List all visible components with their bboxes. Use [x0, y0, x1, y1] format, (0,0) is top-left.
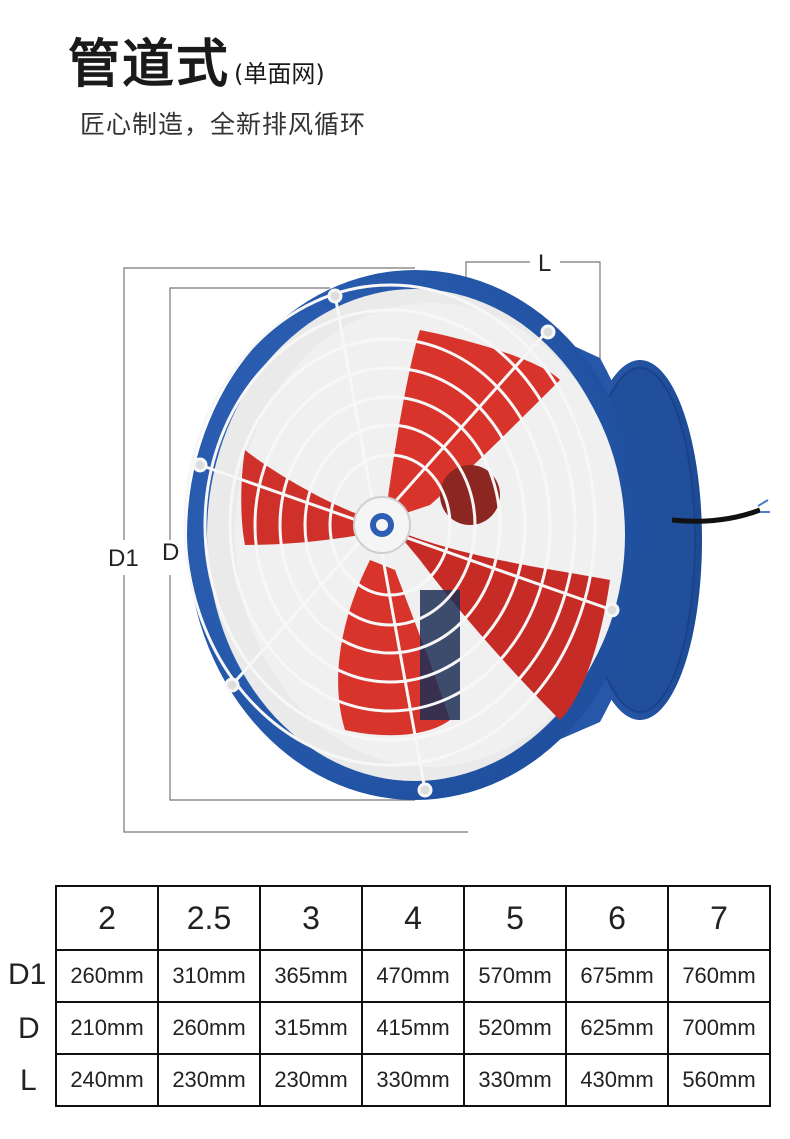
table-cell: 315mm — [259, 1001, 363, 1055]
dimension-label-l: L — [538, 250, 551, 277]
size-col-header: 2 — [55, 885, 159, 951]
table-cell: 560mm — [667, 1053, 771, 1107]
table-cell: 230mm — [157, 1053, 261, 1107]
dimension-label-d: D — [162, 539, 179, 566]
dimension-lines — [123, 261, 601, 833]
table-cell: 330mm — [463, 1053, 567, 1107]
table-cell: 700mm — [667, 1001, 771, 1055]
table-cell: 760mm — [667, 949, 771, 1003]
size-col-header: 7 — [667, 885, 771, 951]
table-row: 210mm 260mm 315mm 415mm 520mm 625mm 700m… — [55, 1001, 771, 1055]
title-main: 管道式 — [68, 35, 231, 95]
row-label-d1: D1 — [8, 958, 47, 991]
table-cell: 415mm — [361, 1001, 465, 1055]
dimension-label-d1: D1 — [108, 545, 139, 572]
wire-guard — [183, 283, 620, 798]
table-cell: 675mm — [565, 949, 669, 1003]
size-col-header: 2.5 — [157, 885, 261, 951]
table-cell: 470mm — [361, 949, 465, 1003]
spec-table: 2 2.5 3 4 5 6 7 260mm 310mm 365mm 470mm … — [55, 885, 771, 1107]
table-cell: 625mm — [565, 1001, 669, 1055]
table-row: 240mm 230mm 230mm 330mm 330mm 430mm 560m… — [55, 1053, 771, 1107]
title-note: (单面网) — [234, 60, 325, 88]
power-cable — [671, 507, 761, 524]
fan-illustration: L D1 D — [108, 250, 770, 833]
table-cell: 230mm — [259, 1053, 363, 1107]
table-cell: 310mm — [157, 949, 261, 1003]
table-cell: 240mm — [55, 1053, 159, 1107]
row-label-l: L — [20, 1064, 37, 1097]
table-cell: 570mm — [463, 949, 567, 1003]
table-cell: 330mm — [361, 1053, 465, 1107]
table-cell: 365mm — [259, 949, 363, 1003]
tagline: 匠心制造，全新排风循环 — [80, 110, 367, 139]
table-header-row: 2 2.5 3 4 5 6 7 — [55, 885, 771, 951]
fan-hub — [353, 496, 411, 554]
size-col-header: 5 — [463, 885, 567, 951]
size-col-header: 4 — [361, 885, 465, 951]
product-title: 管道式(单面网) — [68, 22, 325, 97]
table-cell: 260mm — [55, 949, 159, 1003]
table-cell: 210mm — [55, 1001, 159, 1055]
row-label-d: D — [18, 1012, 40, 1045]
table-cell: 520mm — [463, 1001, 567, 1055]
table-cell: 260mm — [157, 1001, 261, 1055]
size-col-header: 6 — [565, 885, 669, 951]
table-cell: 430mm — [565, 1053, 669, 1107]
size-col-header: 3 — [259, 885, 363, 951]
fan-blades — [235, 303, 625, 767]
table-row: 260mm 310mm 365mm 470mm 570mm 675mm 760m… — [55, 949, 771, 1003]
